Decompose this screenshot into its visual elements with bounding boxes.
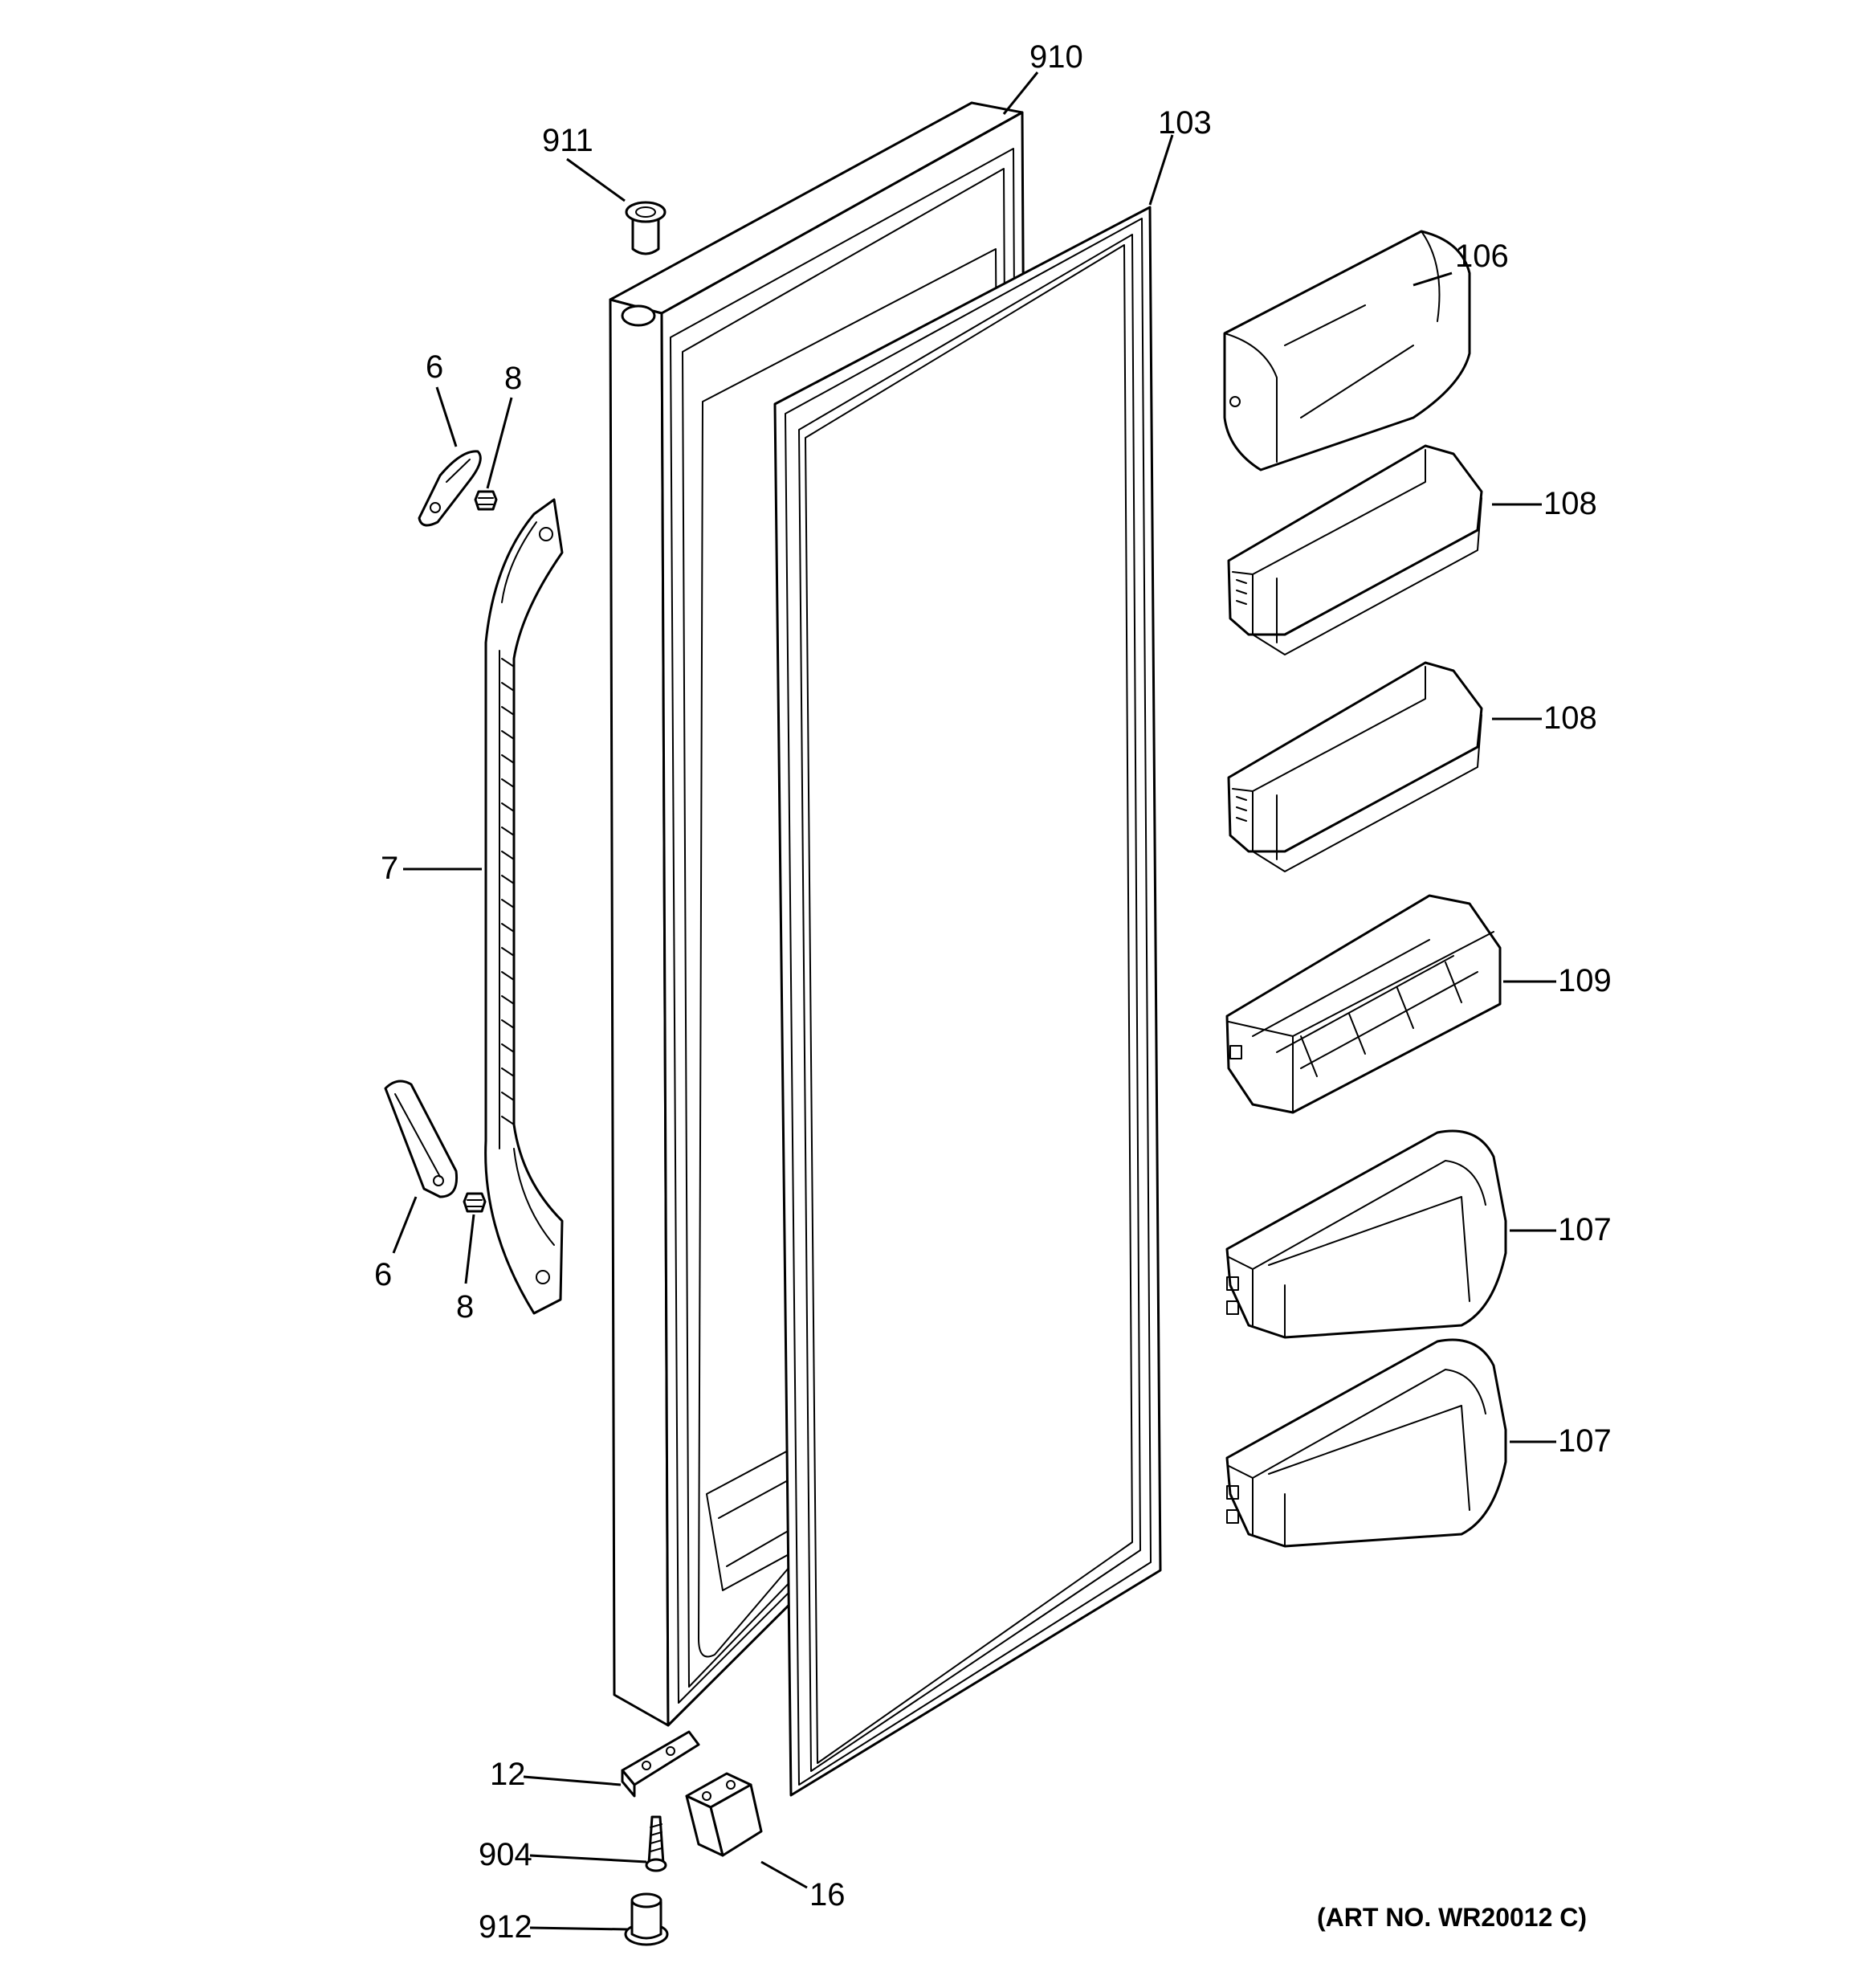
screw-top-part-8 xyxy=(474,490,498,511)
callout-108-lower: 108 xyxy=(1543,700,1597,736)
callout-labels: 910 911 103 106 6 8 108 108 7 109 107 6 … xyxy=(374,39,1612,1945)
egg-bin-part-109 xyxy=(1225,894,1502,1114)
door-handle-part-7 xyxy=(484,498,564,1315)
callout-8-top: 8 xyxy=(504,361,522,396)
callout-107-upper: 107 xyxy=(1558,1212,1612,1247)
callout-106: 106 xyxy=(1455,239,1509,274)
screw-bottom-part-8 xyxy=(463,1192,487,1213)
callout-911: 911 xyxy=(542,123,593,158)
hinge-bushing-part-912 xyxy=(624,1892,669,1946)
door-bin-part-108-lower xyxy=(1227,661,1483,872)
callout-16: 16 xyxy=(809,1877,846,1912)
callout-8-bottom: 8 xyxy=(456,1289,474,1325)
callout-6-top: 6 xyxy=(426,349,443,385)
callout-910: 910 xyxy=(1029,39,1083,75)
leader-lines xyxy=(392,71,1556,1931)
callout-109: 109 xyxy=(1558,963,1612,998)
art-number-label: (ART NO. WR20012 C) xyxy=(1317,1903,1587,1932)
screw-part-904 xyxy=(645,1815,667,1872)
callout-107-lower: 107 xyxy=(1558,1423,1612,1459)
dairy-compartment-part-106 xyxy=(1223,230,1471,471)
hinge-bushing-part-911 xyxy=(625,201,667,255)
callout-12: 12 xyxy=(490,1757,526,1792)
door-gasket-part-103 xyxy=(773,206,1162,1797)
callout-108-upper: 108 xyxy=(1543,486,1597,521)
handle-end-cap-top-part-6 xyxy=(418,450,482,527)
gallon-bin-part-107-lower xyxy=(1225,1338,1507,1548)
callout-6-bottom: 6 xyxy=(374,1257,392,1292)
callout-912: 912 xyxy=(479,1909,532,1945)
gallon-bin-part-107-upper xyxy=(1225,1129,1507,1339)
bottom-hinge-part-16 xyxy=(685,1772,763,1857)
callout-7: 7 xyxy=(381,851,398,886)
handle-end-cap-bottom-part-6 xyxy=(384,1080,459,1198)
hinge-plate-part-12 xyxy=(621,1730,700,1798)
door-bin-part-108-upper xyxy=(1227,444,1483,655)
callout-904: 904 xyxy=(479,1837,532,1872)
callout-103: 103 xyxy=(1158,105,1212,141)
